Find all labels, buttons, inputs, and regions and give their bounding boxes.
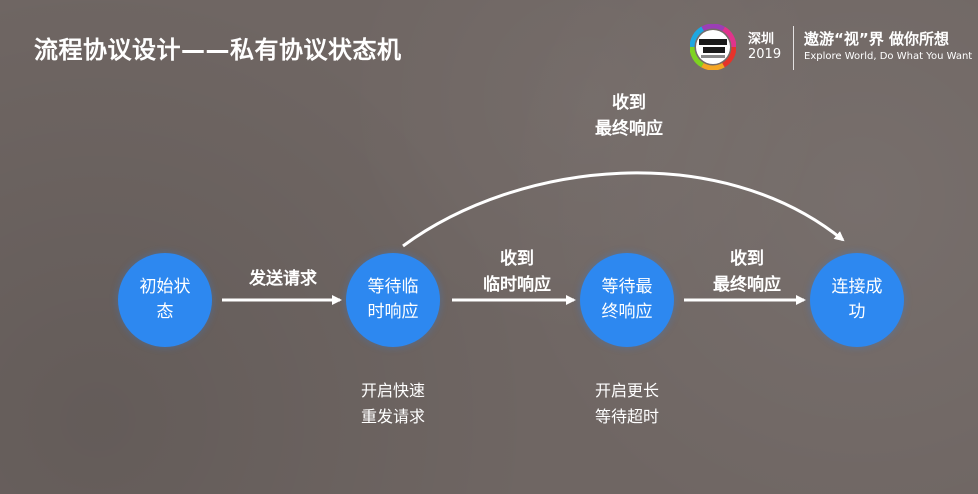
brand-year: 2019	[748, 47, 782, 62]
brand-header: 深圳 2019 遨游“视”界 做你所想 Explore World, Do Wh…	[690, 20, 972, 76]
note-line: 重发请求	[360, 406, 425, 426]
transition-label-send-request: 发送请求	[236, 266, 330, 292]
transition-label-line: 收到	[500, 249, 534, 269]
note-line: 开启快速	[360, 381, 425, 400]
state-label: 等待临时响应	[367, 277, 419, 322]
transition-label-direct-final: 收到 最终响应	[574, 90, 684, 143]
brand-slogan-cn: 遨游“视”界 做你所想	[804, 30, 949, 48]
state-waiting-provisional: 等待临时响应	[346, 253, 440, 347]
state-waiting-final: 等待最终响应	[580, 253, 674, 347]
state-note-fast-retransmit: 开启快速 重发请求	[340, 378, 446, 429]
transition-label-line: 最终响应	[713, 275, 781, 296]
slide-title: 流程协议设计——私有协议状态机	[34, 36, 402, 64]
state-connected: 连接成功	[810, 253, 904, 347]
transition-label-final: 收到 最终响应	[700, 246, 794, 299]
note-line: 等待超时	[594, 406, 659, 426]
transition-label-line: 最终响应	[595, 119, 663, 140]
state-initial: 初始状态	[118, 253, 212, 347]
note-line: 开启更长	[594, 381, 659, 400]
transition-label-provisional: 收到 临时响应	[470, 246, 564, 299]
brand-slogan-en: Explore World, Do What You Want	[804, 51, 973, 62]
conference-logo-icon	[690, 24, 736, 70]
transition-label-line: 发送请求	[249, 269, 317, 289]
transition-label-line: 收到	[612, 93, 646, 113]
arrow-temp-to-success-curve	[402, 171, 845, 248]
transition-label-line: 收到	[730, 249, 764, 269]
transition-label-line: 临时响应	[483, 275, 551, 296]
state-label: 连接成功	[831, 277, 883, 322]
state-label: 初始状态	[139, 277, 191, 322]
brand-city: 深圳	[748, 32, 775, 47]
brand-divider	[793, 26, 794, 70]
state-note-longer-timeout: 开启更长 等待超时	[574, 378, 680, 429]
state-label: 等待最终响应	[601, 277, 653, 322]
